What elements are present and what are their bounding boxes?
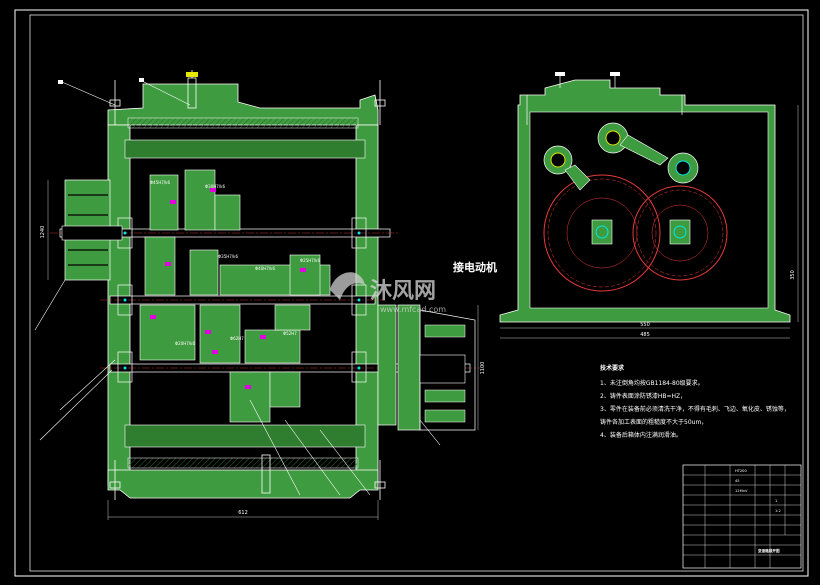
dim-right-height: 350	[790, 270, 796, 280]
title-block: HT200 45 12MnV 1 1:2 变速箱展开图	[682, 464, 802, 569]
tech-req-item: 4、装备后箱体内注满润滑油。	[600, 431, 682, 439]
dim-lower-height: 1100	[480, 362, 486, 375]
dim-bottom-width: 612	[238, 510, 248, 516]
watermark-url: www.mfcad.com	[380, 305, 446, 314]
tech-req-item: 3、零件在装备前必须清洗干净，不得有毛刺、飞边、氧化皮、锈蚀等，	[600, 405, 790, 413]
title-block-cell: HT200	[735, 469, 747, 473]
watermark-logo-icon	[330, 272, 365, 300]
v-belt-pulley	[61, 179, 123, 281]
dim-right-width-2: 485	[640, 332, 650, 338]
watermark: 沐风网 www.mfcad.com	[330, 272, 446, 314]
outer-frame	[14, 9, 809, 577]
tech-req-item: 铸件各加工表面的粗糙度不大于50um，	[600, 418, 707, 426]
motor-pulley	[377, 304, 476, 431]
fit-label: Φ35H7/k6	[218, 254, 238, 259]
title-block-cell: 12MnV	[735, 489, 748, 493]
fit-label: Φ62H7	[230, 336, 244, 341]
fit-label: Φ20H7/k6	[175, 341, 195, 346]
fit-label: Φ52H7	[283, 331, 297, 336]
inner-frame	[29, 14, 804, 572]
tech-req-item: 1、未注倒角均按GB1184-80级要求。	[600, 379, 704, 387]
title-block-title: 变速箱展开图	[758, 548, 780, 553]
watermark-text: 沐风网	[370, 279, 436, 304]
gearbox-section-view: 接电动机 612 1240 1100	[34, 70, 497, 520]
title-block-cell: 1	[775, 499, 777, 503]
fit-label: Φ45H7/k6	[150, 180, 170, 185]
fit-label: Φ30H7/k6	[205, 184, 225, 189]
tech-req-title: 技术要求	[600, 364, 625, 372]
motor-label: 接电动机	[453, 260, 497, 274]
title-block-cell: 45	[735, 479, 740, 483]
gear-arrangement-view: 550 485 350	[499, 72, 799, 339]
technical-requirements: 技术要求 1、未注倒角均按GB1184-80级要求。 2、铸件表面涂防锈漆HB=…	[600, 364, 790, 439]
fit-label: Φ25H7/k6	[300, 258, 320, 263]
dim-right-width-1: 550	[640, 322, 650, 328]
dim-left-height: 1240	[40, 226, 46, 239]
tech-req-item: 2、铸件表面涂防锈漆HB=HZ，	[600, 392, 686, 400]
fit-label: Φ40H7/k6	[255, 266, 275, 271]
title-block-cell: 1:2	[775, 509, 781, 513]
